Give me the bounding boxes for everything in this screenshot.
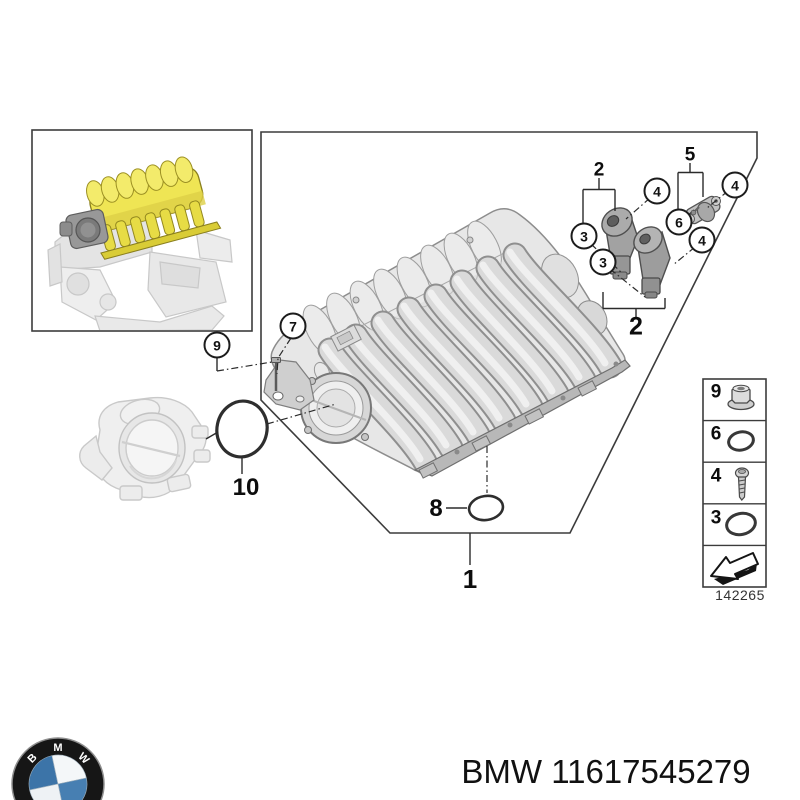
callout-2-bottom: 2 (629, 312, 643, 341)
legend-label-3: 3 (710, 507, 722, 529)
screw-icon (734, 467, 750, 501)
left-mounting-wing (263, 357, 315, 411)
support-bracket-rear (633, 226, 671, 299)
o-ring-8-drawing (467, 494, 505, 522)
callout-circle-4a: 4 (643, 177, 671, 205)
callout-circle-9: 9 (203, 331, 231, 359)
callout-label: 4 (731, 177, 739, 193)
intake-manifold-drawing (263, 208, 631, 479)
callout-circle-6: 6 (665, 208, 693, 236)
legend-label-4: 4 (710, 465, 722, 487)
drawing-number: 142265 (715, 587, 765, 603)
callout-8: 8 (429, 495, 443, 522)
throttle-bore-flange (300, 372, 372, 444)
engine-location-inset (47, 156, 233, 330)
callout-circle-7: 7 (279, 312, 307, 340)
svg-text:M: M (53, 742, 62, 754)
mini-throttle-body (59, 208, 109, 250)
bmw-logo: B M W (11, 737, 105, 800)
ghost-engine-block (47, 205, 233, 330)
legend-label-9: 9 (710, 381, 722, 403)
legend-box (702, 378, 767, 588)
callout-label: 3 (599, 254, 607, 270)
callout-10: 10 (232, 474, 260, 501)
callout-circle-3b: 3 (589, 248, 617, 276)
throttle-body-drawing (79, 396, 211, 501)
o-ring-icon (725, 511, 757, 537)
legend-label-6: 6 (710, 423, 722, 445)
callout-label: 4 (698, 232, 706, 248)
callout-circle-4b: 4 (721, 171, 749, 199)
inset-border (31, 129, 253, 332)
highlighted-intake-manifold (86, 156, 222, 260)
callout-label: 3 (580, 228, 588, 244)
o-ring-10-drawing (215, 399, 269, 459)
callout-1: 1 (462, 564, 478, 594)
flange-nut-icon (727, 384, 755, 411)
direction-arrow-icon (710, 552, 759, 585)
main-frame-border (260, 131, 758, 534)
callout-label: 4 (653, 183, 661, 199)
callout-2-top: 2 (593, 159, 605, 181)
callout-label: 6 (675, 214, 683, 230)
callout-label: 7 (289, 318, 297, 334)
callout-label: 9 (213, 337, 221, 353)
part-number-text: BMW 11617545279 (461, 753, 751, 790)
callout-circle-4c: 4 (688, 226, 716, 254)
solid-leader-lines (205, 163, 704, 565)
callout-circle-3a: 3 (570, 222, 598, 250)
callout-5: 5 (684, 144, 696, 166)
o-ring-icon (727, 430, 755, 452)
manifold-runners (317, 242, 623, 475)
